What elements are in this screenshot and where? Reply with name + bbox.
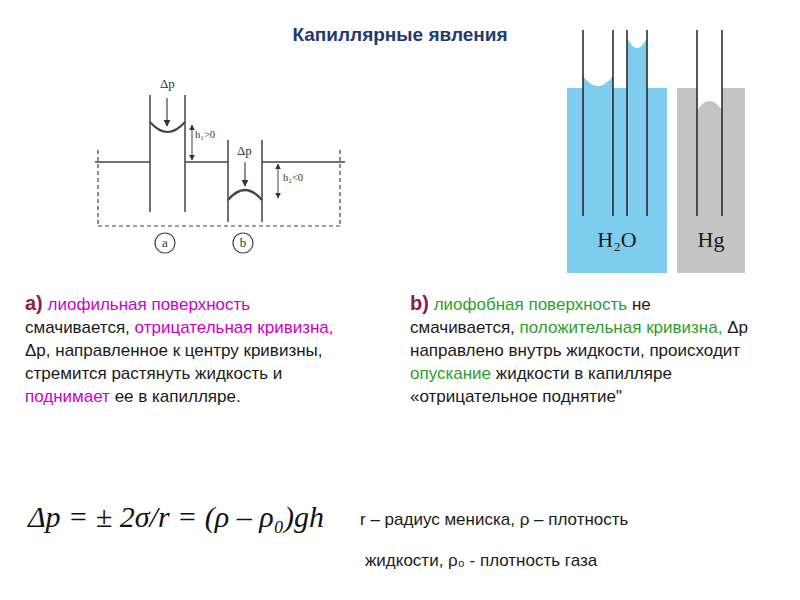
pressure-arrow bbox=[244, 162, 245, 186]
description-text: смачивается, bbox=[25, 318, 130, 337]
convex-meniscus bbox=[228, 190, 262, 200]
description-text: положительная кривизна, bbox=[520, 318, 723, 337]
description-text: поднимает bbox=[25, 387, 110, 406]
description-text: ее в капилляре. bbox=[115, 387, 241, 406]
pressure-arrow bbox=[166, 98, 167, 126]
note-text: жидкости, ρ₀ - плотность газа bbox=[365, 551, 597, 571]
capillary-tubes bbox=[583, 30, 647, 216]
liquid-fill bbox=[567, 88, 667, 273]
beaker-label: H₂O bbox=[597, 227, 636, 253]
beaker-label: Hg bbox=[698, 227, 725, 253]
sketch-label: b bbox=[240, 235, 247, 251]
liquid-level bbox=[95, 161, 345, 162]
beaker: Hg bbox=[677, 88, 745, 273]
beaker: H₂O bbox=[567, 88, 667, 273]
raised-liquid bbox=[627, 38, 647, 88]
height-arrow bbox=[192, 125, 193, 160]
capillary-sketch bbox=[95, 95, 345, 253]
sketch-label: Δр bbox=[237, 143, 252, 159]
sketch-label: h₂<0 bbox=[283, 172, 303, 183]
sketch-label: a bbox=[162, 235, 168, 251]
raised-liquid bbox=[583, 76, 613, 88]
description-text: лиофобная поверхность bbox=[434, 295, 628, 314]
description-text: a) bbox=[25, 292, 43, 314]
label-circle bbox=[233, 233, 253, 253]
description-text: опускание bbox=[410, 364, 491, 383]
description-text: лиофильная поверхность bbox=[48, 295, 251, 314]
label-circle bbox=[155, 233, 175, 253]
depressed-meniscus bbox=[697, 88, 722, 110]
title: Капиллярные явления bbox=[292, 24, 507, 46]
height-arrow bbox=[278, 164, 279, 198]
liquid-fill bbox=[677, 88, 745, 273]
vessel-bottom bbox=[98, 225, 340, 226]
paragraph: b) лиофобная поверхность не смачивается,… bbox=[410, 292, 755, 408]
sketch-label: h₁>0 bbox=[195, 129, 215, 140]
note-text: r – радиус мениска, ρ – плотность bbox=[360, 510, 628, 530]
sketch-label: Δр bbox=[160, 76, 175, 92]
capillary-tube-a bbox=[150, 95, 185, 212]
tube-walls bbox=[697, 30, 722, 216]
description-text: b) bbox=[410, 292, 429, 314]
description-text: отрицательная кривизна, bbox=[135, 318, 334, 337]
capillary-tubes bbox=[697, 30, 722, 216]
description-text: Δр, направленное к центру кривизны, стре… bbox=[25, 341, 323, 383]
capillary-tube-b bbox=[228, 140, 262, 222]
formula: Δp = ± 2σ/r = (ρ – ρ₀)gh bbox=[28, 500, 324, 534]
tube-walls bbox=[583, 30, 647, 216]
paragraph: a) лиофильная поверхность смачивается, о… bbox=[25, 292, 350, 408]
